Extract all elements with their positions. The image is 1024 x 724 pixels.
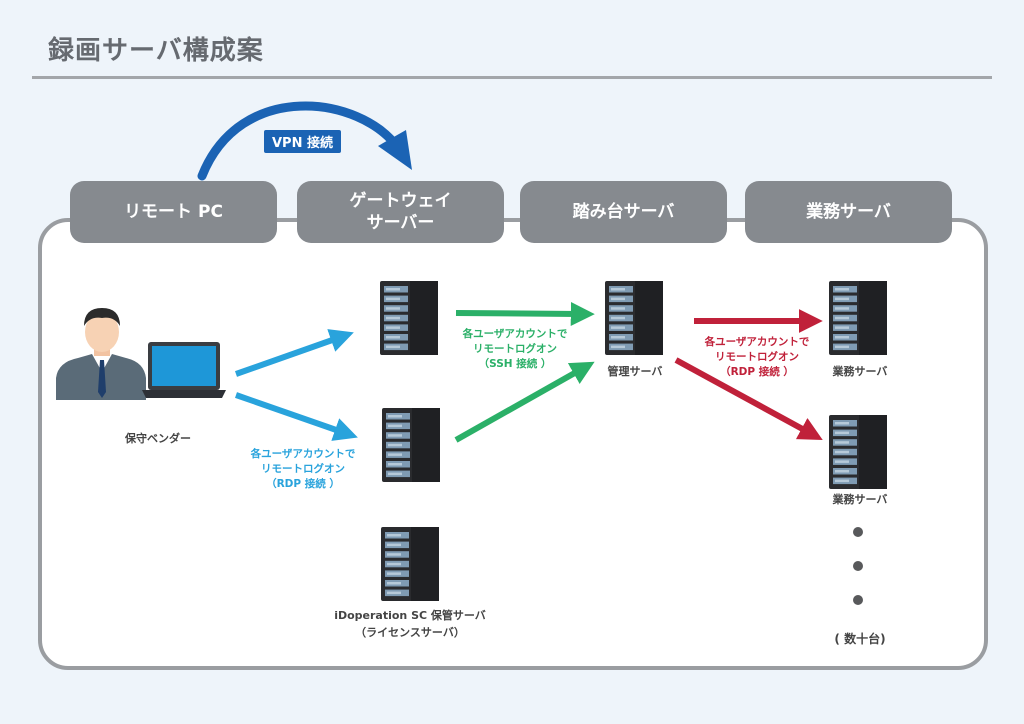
storage-server-icon [381,527,439,605]
ellipsis-dot-3 [853,595,863,605]
tab-remote-pc-label: リモート PC [124,201,223,222]
ssh-note-line2: リモートログオン [473,343,557,356]
management-server-label: 管理サーバ [607,365,663,378]
rdp-note-right: 各ユーザアカウントで リモートログオン （RDP 接続 ） [686,335,828,381]
arrow-vendor-to-gateway-1 [235,329,354,377]
title-rule [32,76,992,79]
count-label: ( 数十台) [834,632,886,646]
storage-label-line2: （ライセンスサーバ） [355,625,465,639]
rdp-note-right-line3: （RDP 接続 ） [720,366,794,379]
rdp-note-left-line1: 各ユーザアカウントで [250,448,356,460]
rdp-note-right-line2: リモートログオン [715,351,799,364]
gateway-server-icon-1 [380,281,438,359]
rdp-note-right-line1: 各ユーザアカウントで [704,336,810,348]
vpn-arc [197,101,403,181]
tab-business-server: 業務サーバ [745,181,952,243]
page-title: 録画サーバ構成案 [48,36,264,66]
ssh-note: 各ユーザアカウントで リモートログオン （SSH 接続 ） [444,327,586,373]
ellipsis-dot-1 [853,527,863,537]
business-server-icon-2 [829,415,887,493]
management-server-icon [605,281,663,359]
vpn-arrowhead [378,130,412,170]
vendor-label: 保守ベンダー [125,432,191,445]
tab-bastion-label: 踏み台サーバ [572,201,675,222]
ssh-note-line3: （SSH 接続 ） [478,358,552,371]
business-server-icon-1 [829,281,887,359]
tab-business-label: 業務サーバ [806,201,891,222]
tab-remote-pc: リモート PC [70,181,277,243]
ssh-note-line1: 各ユーザアカウントで [462,328,568,340]
arrow-vendor-to-gateway-2 [235,392,358,441]
arrow-gateway1-to-management [455,301,595,326]
storage-server-label: iDoperation SC 保管サーバ （ライセンスサーバ） [320,608,500,641]
business-server-label-1: 業務サーバ [832,365,888,378]
arrow-gateway2-to-management [454,361,595,443]
vpn-label: VPN 接続 [264,130,341,153]
tab-gateway-line1: ゲートウェイ [349,190,452,211]
gateway-server-icon-2 [382,408,440,486]
tab-bastion-server: 踏み台サーバ [520,181,727,243]
arrow-management-to-business2 [674,357,823,441]
business-server-label-2: 業務サーバ [832,493,888,506]
rdp-note-left: 各ユーザアカウントで リモートログオン （RDP 接続 ） [232,447,374,493]
rdp-note-left-line3: （RDP 接続 ） [266,478,340,491]
storage-label-line1: iDoperation SC 保管サーバ [334,609,486,622]
ellipsis-dot-2 [853,561,863,571]
tab-gateway-line2: サーバー [366,213,435,233]
tab-gateway-server: ゲートウェイ サーバー [297,181,504,243]
laptop-icon [142,342,226,398]
rdp-note-left-line2: リモートログオン [261,463,345,476]
person-icon [56,308,146,400]
